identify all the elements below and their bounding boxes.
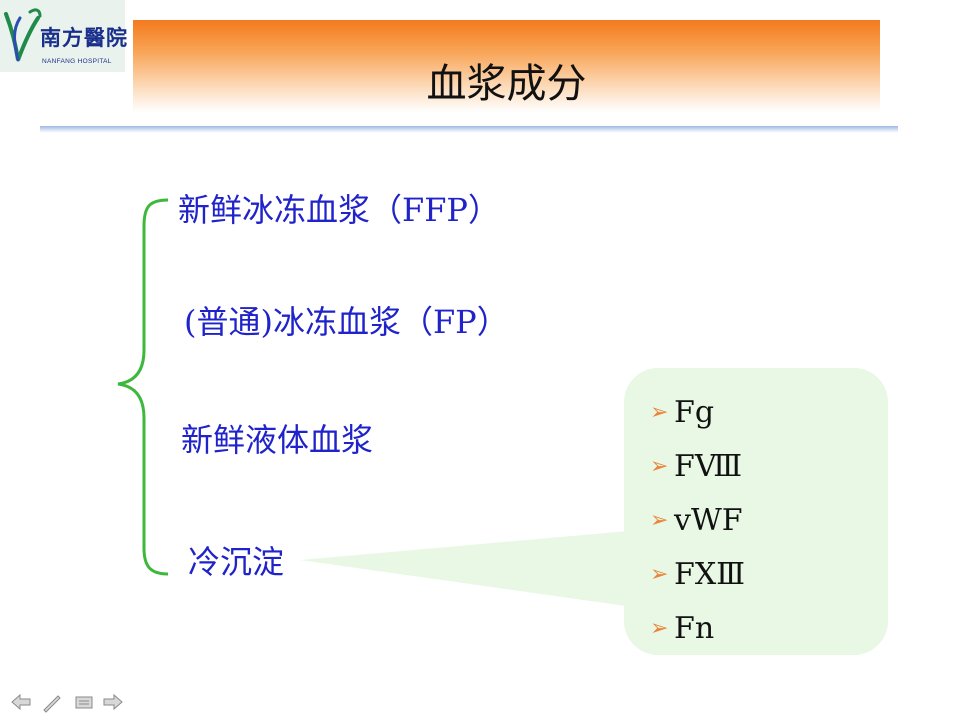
factor-callout-box <box>624 368 888 655</box>
factor-label: Fn <box>674 611 715 646</box>
curly-brace <box>117 198 169 576</box>
factor-item: ➢FⅧ <box>650 452 742 482</box>
logo-english-name: NANFANG HOSPITAL <box>42 58 112 65</box>
arrow-bullet-icon: ➢ <box>650 508 669 533</box>
factor-item: ➢FⅩⅢ <box>650 560 745 590</box>
pen-icon[interactable] <box>43 695 61 713</box>
factor-item: ➢Fn <box>650 614 714 644</box>
factor-label: Fg <box>674 395 715 430</box>
next-icon[interactable] <box>103 693 123 711</box>
item-cryoprecipitate: 冷沉淀 <box>188 543 285 581</box>
hospital-logo: 南方醫院 NANFANG HOSPITAL <box>0 0 128 72</box>
slideshow-nav <box>11 693 123 713</box>
item-fp: (普通)冰冻血浆（FP） <box>184 303 509 341</box>
arrow-bullet-icon: ➢ <box>650 400 669 425</box>
arrow-bullet-icon: ➢ <box>650 454 669 479</box>
item-fresh-liquid-plasma: 新鲜液体血浆 <box>181 421 374 459</box>
callout-pointer <box>300 530 640 608</box>
item-ffp: 新鲜冰冻血浆（FFP） <box>178 191 500 229</box>
logo-chinese-name: 南方醫院 <box>40 25 128 50</box>
logo-emblem-icon <box>4 8 42 62</box>
factor-item: ➢Fg <box>650 398 714 428</box>
title-underline <box>40 126 898 133</box>
arrow-bullet-icon: ➢ <box>650 616 669 641</box>
factor-label: FⅩⅢ <box>674 557 746 592</box>
slide-title: 血浆成分 <box>426 61 587 107</box>
factor-item: ➢vWF <box>650 506 743 536</box>
factor-label: vWF <box>674 503 743 538</box>
arrow-bullet-icon: ➢ <box>650 562 669 587</box>
factor-label: FⅧ <box>674 449 743 484</box>
title-bar: 血浆成分 <box>133 20 880 112</box>
menu-icon[interactable] <box>75 696 93 709</box>
prev-icon[interactable] <box>11 693 31 711</box>
